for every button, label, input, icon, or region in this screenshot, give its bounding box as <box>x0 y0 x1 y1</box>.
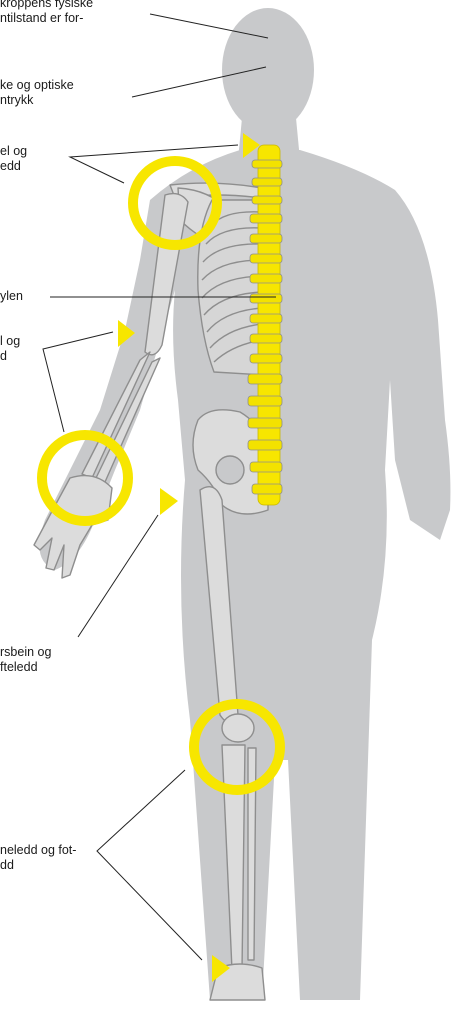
label-knee-ankle-line-2: dd <box>0 858 76 873</box>
leader-knee-ankle <box>97 770 202 960</box>
label-elbow-line-1: l og <box>0 334 20 349</box>
label-sensory: kroppens fysiske ntilstand er for- <box>0 0 93 26</box>
label-shoulder: el og edd <box>0 144 27 174</box>
label-elbow: l og d <box>0 334 20 364</box>
label-knee-ankle: neledd og fot- dd <box>0 843 76 873</box>
label-hip: rsbein og fteledd <box>0 645 51 675</box>
label-optic-line-2: ntrykk <box>0 93 74 108</box>
leader-hip <box>78 515 158 637</box>
label-optic: ke og optiske ntrykk <box>0 78 74 108</box>
label-shoulder-line-2: edd <box>0 159 27 174</box>
label-sensory-line-2: ntilstand er for- <box>0 11 93 26</box>
label-elbow-line-2: d <box>0 349 20 364</box>
triangle-pointer-hip <box>160 488 178 515</box>
label-knee-ankle-line-1: neledd og fot- <box>0 843 76 858</box>
label-hip-line-1: rsbein og <box>0 645 51 660</box>
label-optic-line-1: ke og optiske <box>0 78 74 93</box>
label-spine-line-1: ylen <box>0 289 23 304</box>
label-shoulder-line-1: el og <box>0 144 27 159</box>
label-hip-line-2: fteledd <box>0 660 51 675</box>
label-sensory-line-1: kroppens fysiske <box>0 0 93 11</box>
label-spine: ylen <box>0 289 23 304</box>
